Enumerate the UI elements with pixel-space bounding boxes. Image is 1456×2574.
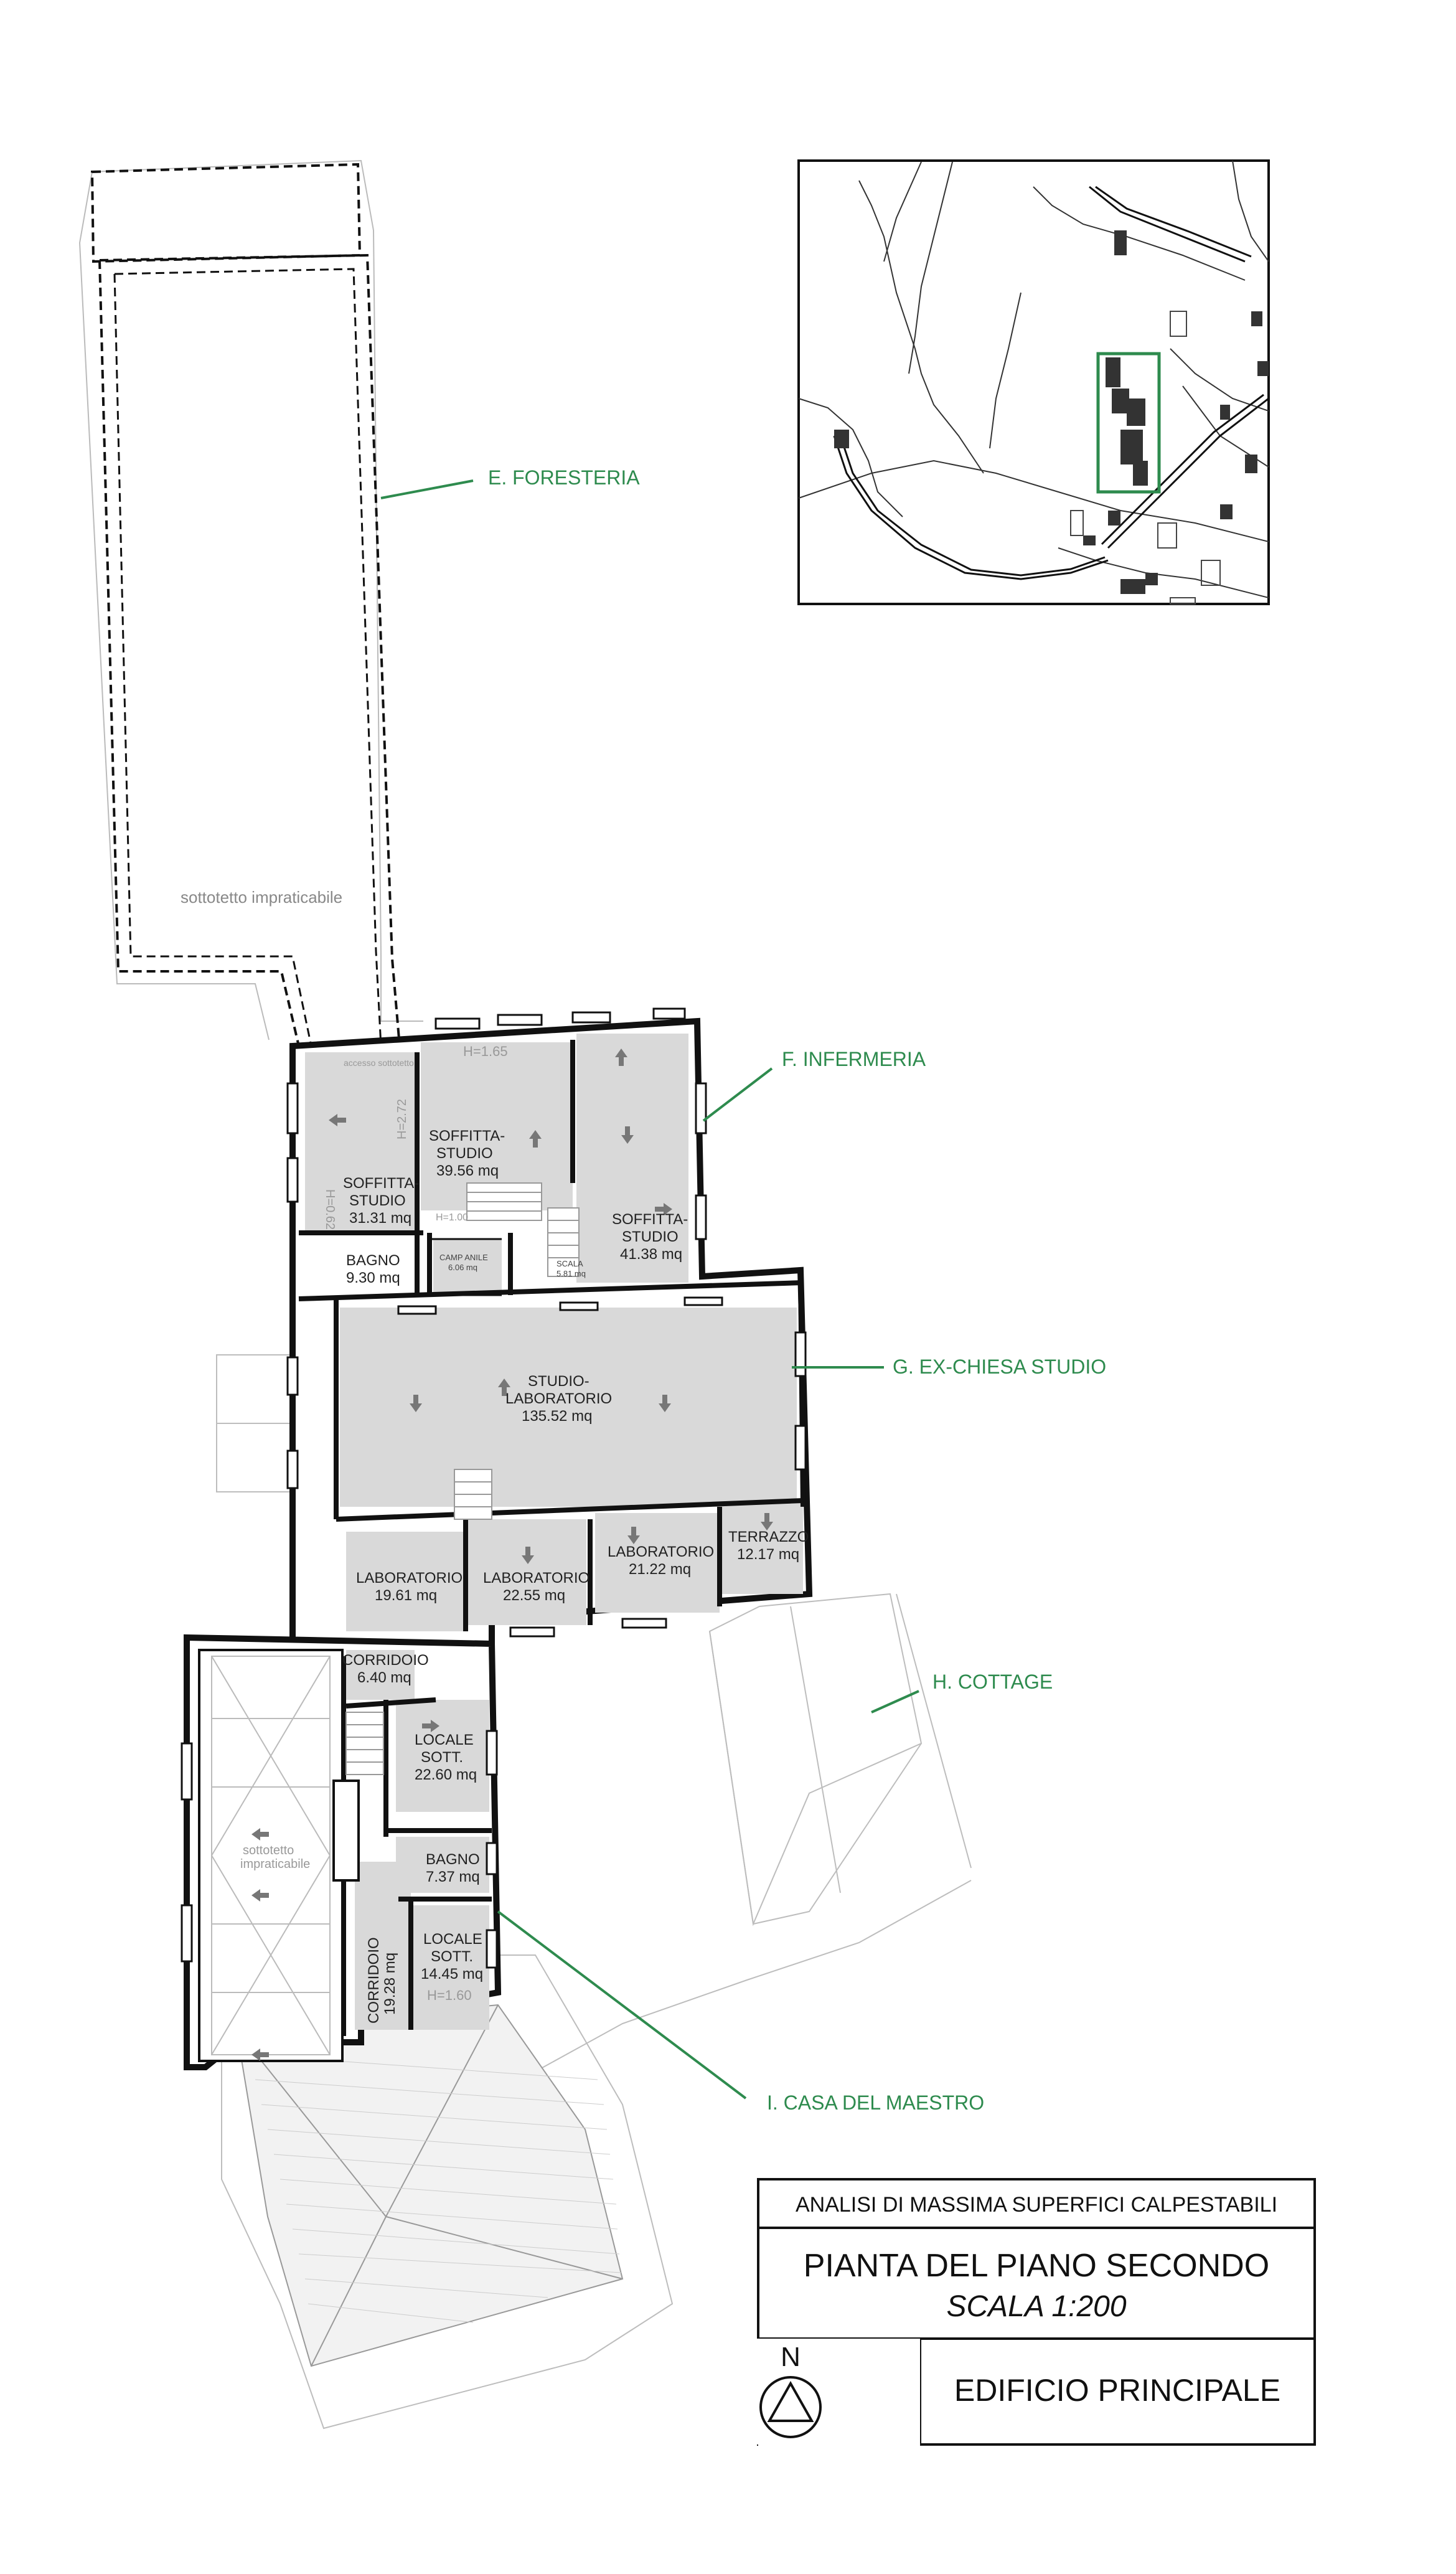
callout-foresteria: E. FORESTERIA [488, 466, 640, 489]
room-laboratorio-1 [346, 1532, 464, 1631]
room-label-locale-2-a: LOCALE [423, 1931, 482, 1948]
room-soffitta-3 [576, 1034, 688, 1283]
room-laboratorio-3 [595, 1513, 720, 1613]
sottotetto-small-1: sottotetto [243, 1844, 294, 1857]
room-label-studio-a: STUDIO- [528, 1373, 589, 1390]
room-area-soffitta-1: 31.31 mq [349, 1210, 411, 1227]
height-h272: H=2.72 [395, 1099, 409, 1139]
room-label-soffitta-1-b: STUDIO [349, 1192, 406, 1209]
room-labels: SOFFITTA- STUDIO 31.31 mq SOFFITTA- STUD… [240, 1044, 809, 2024]
room-bagno-2 [396, 1837, 489, 1893]
room-corridoio-1 [346, 1650, 415, 1700]
callouts: E. FORESTERIA F. INFERMERIA G. EX-CHIESA… [380, 466, 1106, 2114]
slope-arrows [251, 1049, 773, 2061]
room-label-laboratorio-3: LABORATORIO [608, 1544, 714, 1560]
sottotetto-impraticabile-label: sottotetto impraticabile [181, 888, 342, 907]
room-laboratorio-2 [468, 1519, 586, 1625]
room-studio-laboratorio [340, 1308, 797, 1507]
room-label-soffitta-3-a: SOFFITTA- [612, 1211, 688, 1228]
label-accesso-sottotetto: accesso sottotetto [344, 1058, 414, 1068]
room-label-soffitta-1-a: SOFFITTA- [343, 1175, 419, 1192]
room-label-laboratorio-2: LABORATORIO [483, 1570, 589, 1586]
plan-scale: SCALA 1:200 [946, 2290, 1126, 2323]
room-label-soffitta-2-a: SOFFITTA- [429, 1128, 505, 1144]
height-h165: H=1.65 [463, 1044, 508, 1059]
room-area-bagno-1: 9.30 mq [346, 1270, 400, 1286]
room-label-soffitta-3-b: STUDIO [622, 1228, 679, 1245]
north-arrow-icon [759, 2376, 822, 2438]
room-label-locale-1-b: SOTT. [421, 1749, 463, 1766]
room-label-studio-b: LABORATORIO [505, 1390, 612, 1407]
room-area-laboratorio-3: 21.22 mq [629, 1561, 691, 1578]
room-terrazzo [722, 1501, 803, 1594]
north-label: N [781, 2342, 801, 2372]
room-area-studio: 135.52 mq [522, 1408, 592, 1425]
room-area-soffitta-3: 41.38 mq [620, 1246, 682, 1263]
label-campanile: CAMP ANILE [439, 1253, 488, 1262]
height-h062: H=0.62 [323, 1189, 337, 1230]
height-h160: H=1.60 [427, 1987, 472, 2003]
callout-casa-maestro: I. CASA DEL MAESTRO [767, 2091, 984, 2114]
site-highlight-box [1096, 352, 1161, 494]
room-area-locale-1: 22.60 mq [415, 1766, 477, 1783]
callout-ex-chiesa: G. EX-CHIESA STUDIO [893, 1355, 1106, 1378]
room-campanile [433, 1239, 502, 1295]
plan-title: PIANTA DEL PIANO SECONDO [804, 2248, 1269, 2284]
room-label-bagno-1: BAGNO [346, 1252, 400, 1269]
room-area-laboratorio-1: 19.61 mq [375, 1587, 437, 1604]
height-h100: H=1.00 [436, 1212, 468, 1223]
room-label-soffitta-2-b: STUDIO [436, 1145, 493, 1162]
room-label-corridoio-2: CORRIDOIO [365, 1937, 382, 2024]
room-corridoio-2 [355, 1862, 411, 2030]
room-area-corridoio-2: 19.28 mq [382, 1953, 398, 2015]
site-locator-map [797, 159, 1270, 605]
building-name: EDIFICIO PRINCIPALE [954, 2373, 1280, 2408]
room-label-laboratorio-1: LABORATORIO [356, 1570, 463, 1586]
main-building [181, 1007, 813, 2070]
room-locale-sott-1 [396, 1700, 489, 1812]
title-block-heading: ANALISI DI MASSIMA SUPERFICI CALPESTABIL… [796, 2193, 1277, 2217]
foresteria-outline: sottotetto impraticabile [78, 159, 423, 1047]
room-label-terrazzo: TERRAZZO [728, 1529, 809, 1545]
room-label-locale-1-a: LOCALE [415, 1732, 474, 1748]
lower-stair [332, 1712, 384, 1882]
sottotetto-small-2: impraticabile [240, 1857, 310, 1871]
room-area-bagno-2: 7.37 mq [426, 1869, 480, 1885]
room-locale-sott-2 [411, 1905, 489, 2030]
label-campanile-area: 6.06 mq [448, 1263, 477, 1272]
room-soffitta-1 [305, 1052, 416, 1233]
room-label-bagno-2: BAGNO [426, 1851, 480, 1868]
title-block: ANALISI DI MASSIMA SUPERFICI CALPESTABIL… [756, 2178, 1316, 2446]
room-area-laboratorio-2: 22.55 mq [503, 1587, 565, 1604]
label-scala: SCALA [557, 1259, 583, 1268]
callout-cottage: H. COTTAGE [932, 1671, 1053, 1693]
secondary-outlines [216, 1354, 972, 2430]
callout-infermeria: F. INFERMERIA [782, 1048, 926, 1070]
room-area-soffitta-2: 39.56 mq [436, 1162, 499, 1179]
stair [454, 1182, 580, 1520]
room-area-terrazzo: 12.17 mq [737, 1546, 799, 1563]
room-area-locale-2: 14.45 mq [421, 1966, 483, 1982]
room-label-corridoio-1: CORRIDOIO [342, 1652, 429, 1669]
roof-hatch [235, 2004, 624, 2367]
room-label-locale-2-b: SOTT. [431, 1948, 473, 1965]
room-bagno-1 [305, 1233, 416, 1295]
room-area-corridoio-1: 6.40 mq [357, 1669, 411, 1686]
label-scala-area: 5.81 mq [557, 1269, 586, 1278]
